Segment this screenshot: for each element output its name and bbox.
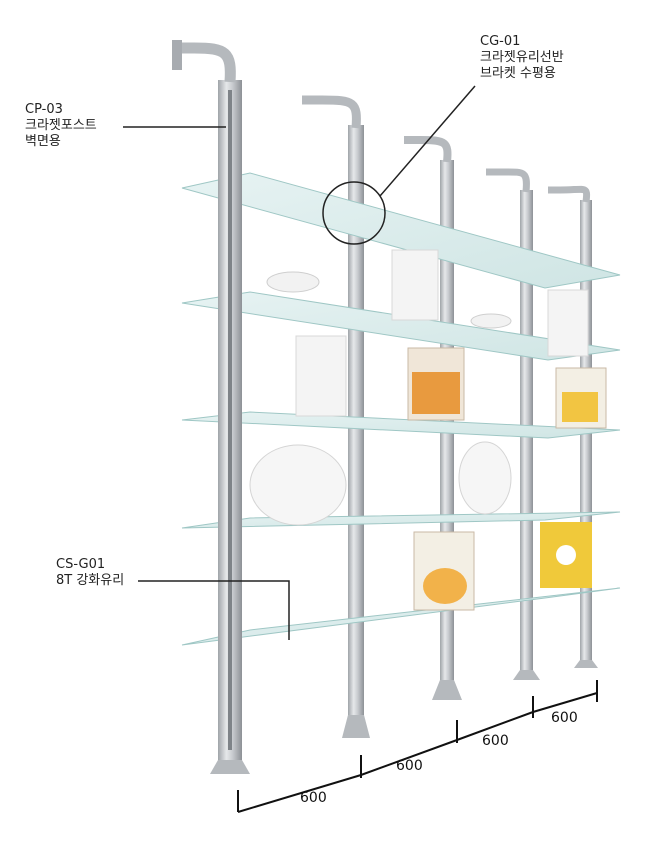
leader-lines: [123, 126, 290, 640]
bracket-callout: CG-01 크라젯유리선반 브라켓 수평용: [480, 34, 564, 82]
bracket-name: 크라젯유리선반: [480, 50, 564, 65]
dimension-label-1: 600: [300, 790, 327, 806]
dimension-label-2: 600: [396, 758, 423, 774]
post-name: 크라젯포스트: [25, 118, 97, 133]
dimension-label-3: 600: [482, 733, 509, 749]
dimension-line: [237, 680, 598, 813]
post-front: [172, 40, 250, 774]
shelf-objects: [249, 249, 607, 611]
post-type: 벽면용: [25, 134, 61, 149]
dimension-label-4: 600: [551, 710, 578, 726]
bracket-detail-callout: [322, 85, 476, 245]
glass-callout: CS-G01 8T 강화유리: [56, 557, 124, 589]
glass-spec: 8T 강화유리: [56, 573, 125, 588]
bracket-type: 브라켓 수평용: [480, 66, 556, 81]
post-code: CP-03: [25, 102, 63, 117]
post-callout: CP-03 크라젯포스트 벽면용: [25, 102, 97, 150]
bracket-code: CG-01: [480, 34, 521, 49]
glass-code: CS-G01: [56, 557, 106, 572]
glass-shelves: [181, 172, 621, 646]
